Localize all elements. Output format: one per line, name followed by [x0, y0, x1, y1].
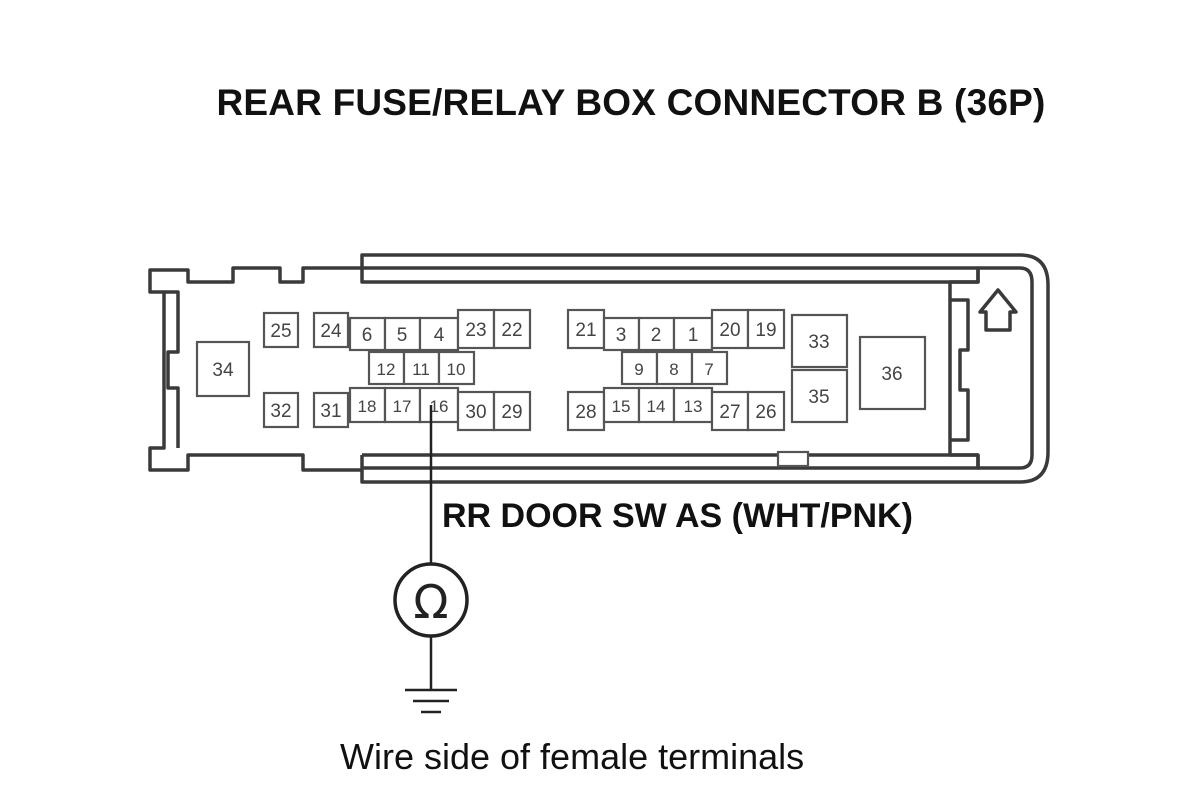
- cavity-13: 13: [672, 386, 714, 424]
- cavity-22: 22: [492, 308, 532, 350]
- svg-text:24: 24: [320, 321, 342, 342]
- cavity-21: 21: [566, 308, 606, 350]
- svg-text:26: 26: [755, 402, 776, 423]
- cavity-10: 10: [437, 350, 476, 386]
- svg-text:15: 15: [612, 397, 631, 416]
- ground-icon: [405, 688, 457, 714]
- svg-text:23: 23: [465, 320, 486, 341]
- svg-text:36: 36: [881, 364, 902, 385]
- cavity-32: 32: [262, 391, 300, 429]
- svg-text:1: 1: [688, 325, 699, 346]
- svg-text:27: 27: [719, 402, 740, 423]
- svg-text:20: 20: [719, 320, 740, 341]
- svg-text:32: 32: [270, 401, 291, 422]
- svg-text:11: 11: [412, 360, 430, 379]
- cavity-6: 6: [348, 316, 387, 352]
- cavity-34: 34: [195, 340, 251, 398]
- cavity-9: 9: [620, 350, 659, 386]
- svg-text:29: 29: [501, 402, 522, 423]
- cavity-4: 4: [418, 316, 460, 352]
- cavity-16: 16: [418, 386, 460, 424]
- svg-text:18: 18: [358, 397, 377, 416]
- svg-text:5: 5: [397, 325, 408, 346]
- svg-text:17: 17: [393, 397, 412, 416]
- svg-text:14: 14: [647, 397, 666, 416]
- svg-text:35: 35: [808, 387, 829, 408]
- svg-text:34: 34: [212, 360, 234, 381]
- svg-text:Ω: Ω: [413, 575, 448, 629]
- svg-text:9: 9: [634, 360, 643, 379]
- cavity-12: 12: [367, 350, 406, 386]
- cavity-28: 28: [566, 390, 606, 432]
- svg-text:33: 33: [808, 332, 829, 353]
- cavity-23: 23: [456, 308, 496, 350]
- ohmmeter-icon: Ω: [393, 562, 469, 638]
- svg-text:21: 21: [575, 320, 596, 341]
- cavity-17: 17: [383, 386, 422, 424]
- svg-text:16: 16: [430, 397, 449, 416]
- connector-housing: [148, 253, 1050, 484]
- housing-bottom-rail: [360, 453, 980, 470]
- svg-text:6: 6: [362, 325, 373, 346]
- svg-text:22: 22: [501, 320, 522, 341]
- svg-text:4: 4: [434, 325, 445, 346]
- svg-text:10: 10: [447, 360, 466, 379]
- housing-latch: [776, 450, 810, 468]
- cavity-7: 7: [690, 350, 729, 386]
- arrow-up-icon: [978, 288, 1018, 332]
- cavity-5: 5: [383, 316, 422, 352]
- svg-text:8: 8: [669, 360, 678, 379]
- svg-text:31: 31: [320, 401, 341, 422]
- housing-right-panel: [948, 266, 1034, 470]
- cavity-1: 1: [672, 316, 714, 352]
- cavity-29: 29: [492, 390, 532, 432]
- cavity-2: 2: [637, 316, 676, 352]
- cavity-8: 8: [655, 350, 694, 386]
- cavity-26: 26: [746, 390, 786, 432]
- diagram-title: REAR FUSE/RELAY BOX CONNECTOR B (36P): [216, 82, 1046, 123]
- svg-text:28: 28: [575, 402, 596, 423]
- housing-right-notch: [950, 298, 970, 442]
- svg-text:30: 30: [465, 402, 486, 423]
- svg-text:19: 19: [755, 320, 776, 341]
- svg-text:7: 7: [704, 360, 713, 379]
- cavity-35: 35: [790, 368, 849, 424]
- housing-left-step: [164, 290, 180, 448]
- cavity-24: 24: [312, 311, 350, 349]
- cavity-19: 19: [746, 308, 786, 350]
- cavity-11: 11: [402, 350, 441, 386]
- svg-text:13: 13: [684, 397, 703, 416]
- cavity-27: 27: [710, 390, 750, 432]
- cavity-20: 20: [710, 308, 750, 350]
- cavity-18: 18: [348, 386, 387, 424]
- svg-text:12: 12: [377, 360, 396, 379]
- cavity-36: 36: [858, 335, 927, 411]
- cavity-31: 31: [312, 391, 350, 429]
- svg-text:2: 2: [651, 325, 662, 346]
- cavity-3: 3: [602, 316, 641, 352]
- wire-label: RR DOOR SW AS (WHT/PNK): [442, 497, 913, 535]
- cavity-30: 30: [456, 390, 496, 432]
- cavity-33: 33: [790, 313, 849, 369]
- diagram-caption: Wire side of female terminals: [340, 736, 805, 777]
- cavity-14: 14: [637, 386, 676, 424]
- svg-text:25: 25: [270, 321, 291, 342]
- cavity-25: 25: [262, 311, 300, 349]
- svg-text:3: 3: [616, 325, 627, 346]
- housing-top-rail: [360, 266, 980, 284]
- cavity-15: 15: [602, 386, 641, 424]
